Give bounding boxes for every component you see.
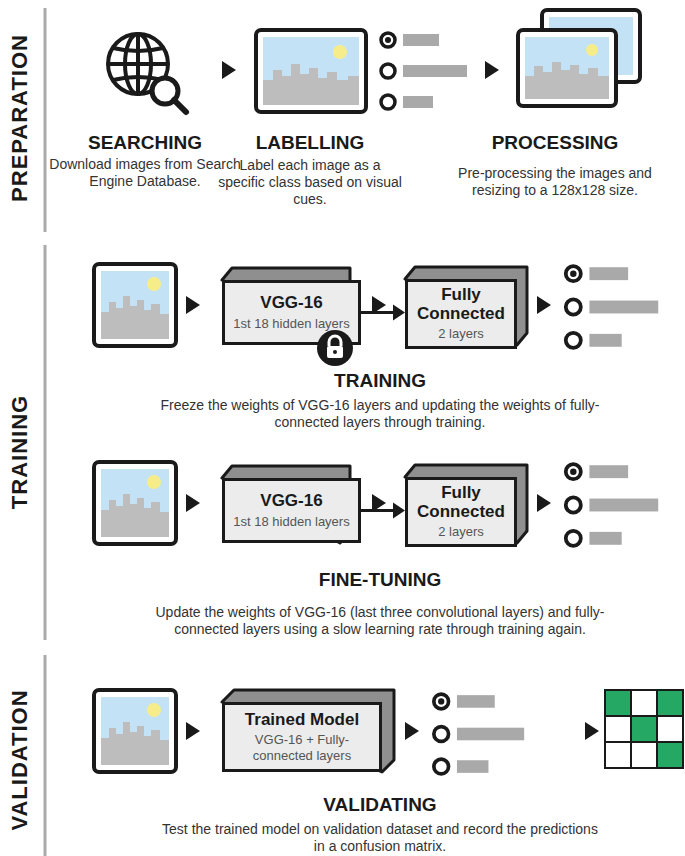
box-title: VGG-16 [260,492,322,511]
section-title: VALIDATION [7,689,33,830]
step-description: Pre-processing the images and resizing t… [455,165,655,199]
step-title: LABELLING [256,132,365,154]
layer-box: Fully Connected 2 layers [405,477,517,547]
step-description: Test the trained model on validation dat… [160,821,600,855]
box-title: VGG-16 [260,294,322,313]
section-title: PREPARATION [7,34,33,202]
layer-box: Trained ModelVGG-16 + Fully-connected la… [222,702,382,772]
step-title: PROCESSING [492,132,619,154]
flow-arrow [361,503,405,519]
step-description: Label each image as a specific class bas… [215,157,405,207]
step-title: TRAINING [334,370,426,392]
box-title: Trained Model [245,711,359,730]
box-subtitle: 1st 18 hidden layers [233,514,349,530]
box-subtitle: 2 layers [438,524,484,540]
step-description: Download images from Search Engine Datab… [45,156,245,190]
layer-box: Fully Connected 2 layers [405,279,517,349]
box-title: Fully Connected [416,286,506,323]
box-subtitle: 2 layers [438,326,484,342]
flow-arrow [361,305,405,321]
layer-box: VGG-16 1st 18 hidden layers [222,478,361,543]
section-title: TRAINING [7,395,33,509]
step-description: Freeze the weights of VGG-16 layers and … [145,397,615,431]
lock-icon [315,328,355,368]
step-description: Update the weights of VGG-16 (last three… [140,604,620,638]
step-title: FINE-TUNING [319,569,441,591]
step-title: VALIDATING [323,794,436,816]
box-subtitle: VGG-16 + Fully-connected layers [233,732,371,763]
box-title: Fully Connected [416,484,506,521]
step-title: SEARCHING [88,132,202,154]
box-subtitle: 1st 18 hidden layers [233,316,349,332]
